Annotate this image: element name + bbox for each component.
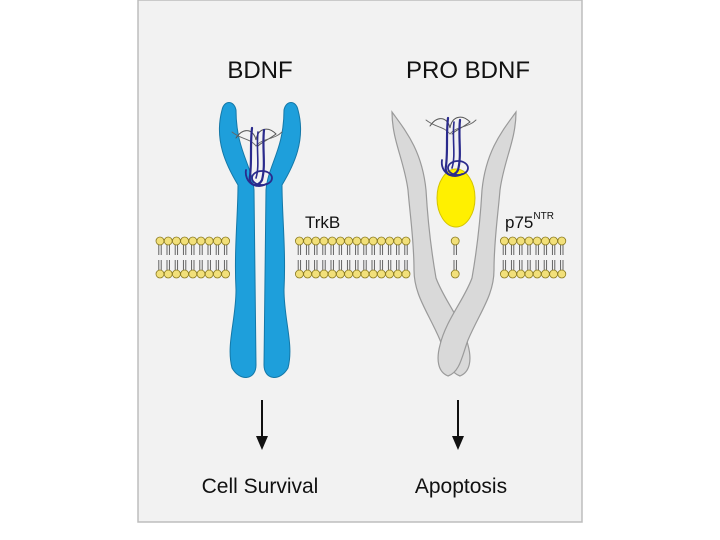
lipid-head — [360, 236, 370, 246]
lipid-head — [155, 236, 165, 246]
lipid-head — [524, 269, 534, 279]
lipid-head — [319, 269, 329, 279]
lipid-head — [401, 236, 411, 246]
lipid-head — [335, 236, 345, 246]
probdnf-ligand — [425, 116, 477, 177]
survival-arrow — [256, 400, 268, 450]
lipid-head — [196, 269, 206, 279]
lipid-head — [549, 269, 558, 279]
lipid-head — [368, 236, 378, 246]
lipid-head — [450, 269, 460, 279]
p75ntr-label-superscript: NTR — [533, 211, 554, 222]
lipid-head — [541, 269, 550, 279]
lipid-head — [335, 269, 345, 279]
lipid-head — [294, 269, 304, 279]
lipid-tails — [158, 245, 564, 270]
trkb-label: TrkB — [305, 213, 340, 232]
lipid-head — [508, 269, 517, 279]
lipid-head — [212, 236, 222, 246]
lipid-head — [352, 236, 362, 246]
lipid-head — [327, 236, 337, 246]
lipid-head — [549, 236, 558, 246]
lipid-head — [344, 269, 354, 279]
p75ntr-label: p75NTR — [505, 211, 554, 232]
lipid-head — [401, 269, 411, 279]
lipid-head — [516, 269, 526, 279]
cell-membrane — [155, 236, 567, 279]
lipid-head — [368, 269, 378, 279]
trkb-receptor — [218, 102, 302, 378]
lipid-head — [303, 236, 313, 246]
lipid-head — [516, 236, 526, 246]
cell-survival-label: Cell Survival — [202, 475, 319, 498]
lipid-head — [352, 269, 362, 279]
lipid-head — [360, 269, 370, 279]
lipid-head — [393, 269, 403, 279]
lipid-head — [204, 269, 214, 279]
lipid-head — [376, 236, 386, 246]
trkb-left-arm — [218, 102, 257, 378]
apoptosis-arrow — [452, 400, 464, 450]
lipid-head — [376, 269, 386, 279]
lipid-head — [499, 269, 509, 279]
lipid-head — [171, 269, 181, 279]
pro-bdnf-title: PRO BDNF — [406, 57, 530, 84]
lipid-head — [221, 236, 231, 246]
lipid-head — [196, 236, 206, 246]
p75ntr-label-base: p75 — [505, 213, 533, 232]
lipid-head — [557, 269, 567, 279]
lipid-head — [450, 236, 460, 246]
lipid-head — [221, 269, 231, 279]
lipid-head — [557, 236, 567, 246]
lipid-head — [294, 236, 304, 246]
trkb-right-arm — [263, 102, 302, 378]
lipid-head — [163, 269, 173, 279]
lipid-head — [319, 236, 329, 246]
lipid-heads-outer — [155, 236, 567, 246]
lipid-head — [499, 236, 509, 246]
lipid-head — [311, 236, 321, 246]
lipid-head — [393, 236, 403, 246]
lipid-head — [311, 269, 321, 279]
lipid-head — [180, 269, 190, 279]
lipid-head — [541, 236, 550, 246]
lipid-head — [524, 236, 534, 246]
lipid-head — [385, 236, 395, 246]
lipid-head — [155, 269, 165, 279]
lipid-head — [171, 236, 181, 246]
lipid-head — [508, 236, 517, 246]
lipid-head — [212, 269, 222, 279]
apoptosis-label: Apoptosis — [415, 475, 507, 498]
lipid-head — [327, 269, 337, 279]
p75ntr-receptor — [391, 110, 517, 377]
figure-panel — [137, 0, 583, 523]
pro-domain — [436, 168, 476, 228]
lipid-head — [180, 236, 190, 246]
lipid-head — [188, 236, 198, 246]
lipid-head — [188, 269, 198, 279]
lipid-head — [303, 269, 313, 279]
lipid-head — [163, 236, 173, 246]
bdnf-title: BDNF — [227, 57, 292, 84]
bdnf-ligand — [231, 126, 283, 187]
lipid-head — [344, 236, 354, 246]
lipid-heads-inner — [155, 269, 567, 279]
lipid-head — [532, 269, 542, 279]
lipid-head — [204, 236, 214, 246]
p75-left-arm — [391, 110, 471, 377]
p75-right-arm — [437, 110, 517, 377]
lipid-head — [385, 269, 395, 279]
lipid-head — [532, 236, 542, 246]
